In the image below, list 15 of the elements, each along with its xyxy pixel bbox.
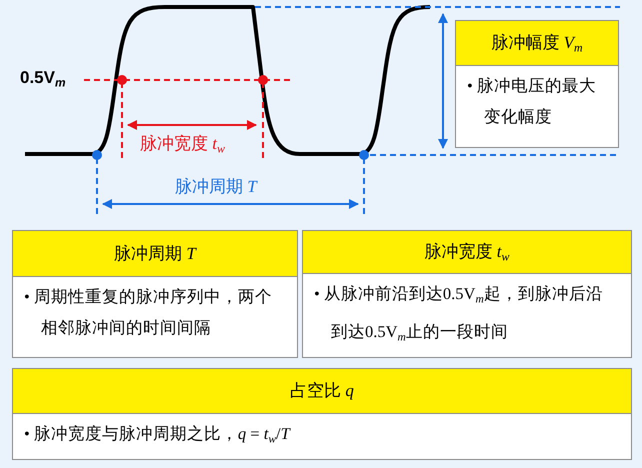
axis-label: 脉冲周期 T (175, 176, 257, 198)
axis-label: 0.5V$_{m}$ (20, 68, 66, 90)
card-header-text: 脉冲幅度 V$_{m}$ (491, 32, 583, 56)
info-card (12, 368, 632, 460)
axis-label: 脉冲宽度 t$_{w}$ (140, 133, 225, 157)
card-header-text: 脉冲宽度 t$_{w}$ (424, 240, 510, 264)
card-text: • 从脉冲前沿到达0.5V$_{m}$起，到脉冲后沿到达0.5V$_{m}$止的一段时间 (313, 283, 604, 345)
card-header-text: 占空比 q (290, 380, 354, 402)
info-card (12, 230, 298, 358)
card-header-text: 脉冲周期 T (114, 243, 196, 265)
card-text: • 脉冲电压的最大变化幅度 (466, 75, 597, 128)
card-text: • 脉冲宽度与脉冲周期之比，q = t$_{w}$/T (23, 422, 292, 447)
info-card (455, 20, 619, 148)
card-text: • 周期性重复的脉冲序列中，两个相邻脉冲间的时间间隔 (23, 286, 273, 339)
info-card (302, 230, 632, 358)
